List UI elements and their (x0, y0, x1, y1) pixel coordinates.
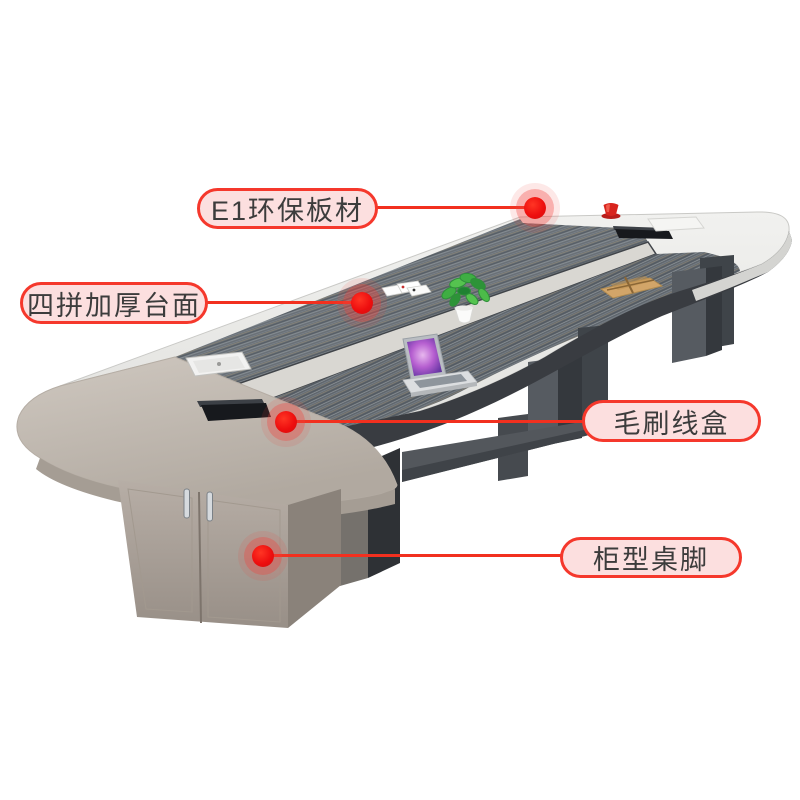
playing-card-3 (406, 284, 432, 297)
laptop-keyboard (414, 374, 467, 388)
cable-box-left (201, 403, 271, 421)
potted-plant (441, 272, 490, 324)
laptop-screen (407, 338, 442, 376)
card-pip-1 (401, 285, 405, 289)
callout-board-label: E1环保板材 (210, 196, 365, 226)
wood-organizer-strap2 (606, 279, 655, 291)
cabinet-handle-left (183, 488, 190, 519)
plant-leaves (441, 272, 490, 307)
callout-legs-label: 柜型桌脚 (593, 545, 709, 575)
tablet-logo (217, 362, 221, 366)
table-edge-band (343, 231, 792, 448)
callout-cablebox-label: 毛刷线盒 (613, 408, 730, 439)
right-front-leg (672, 268, 706, 363)
red-cup-highlight (606, 204, 610, 213)
tabletop (59, 211, 790, 428)
cable-box-right (615, 229, 673, 239)
callout-legs-dot (252, 545, 274, 567)
callout-legs-pill: 柜型桌脚 (560, 537, 742, 578)
plant-pot (454, 307, 474, 324)
cabinet-door-seam (198, 491, 202, 624)
cabinet-side (288, 489, 341, 628)
plant-pot-rim (455, 305, 473, 311)
cabinet-door-inset-right (207, 499, 281, 623)
callout-board-line (376, 206, 526, 209)
tabletop-stripe-back-panel (175, 219, 648, 398)
desk-items (185, 203, 705, 421)
callout-board-dot (524, 197, 546, 219)
card-pip-2 (412, 288, 416, 292)
cabinet-door-inset-left (127, 488, 193, 613)
callout-board-pill: E1环保板材 (197, 188, 378, 229)
laptop-front-lip (411, 382, 477, 397)
callout-tabletop-label: 四拼加厚台面 (27, 290, 201, 321)
callout-cablebox-line (295, 420, 584, 423)
white-notepad (647, 216, 705, 232)
laptop (402, 333, 478, 397)
callout-legs-line (272, 554, 562, 557)
cabinet-front (118, 480, 288, 628)
callout-cablebox-dot (275, 411, 297, 433)
white-cap-edge (692, 231, 792, 301)
callout-tabletop-dot (351, 292, 373, 314)
stretcher-beam-shadow (402, 428, 593, 482)
callout-tabletop-pill: 四拼加厚台面 (20, 282, 208, 324)
tabletop-stripe-front-panel (212, 252, 740, 427)
callout-tabletop-line (206, 301, 353, 304)
callout-cablebox-pill: 毛刷线盒 (582, 400, 761, 442)
cabinet-leg (118, 480, 341, 628)
cabinet-handle-right (206, 491, 213, 522)
